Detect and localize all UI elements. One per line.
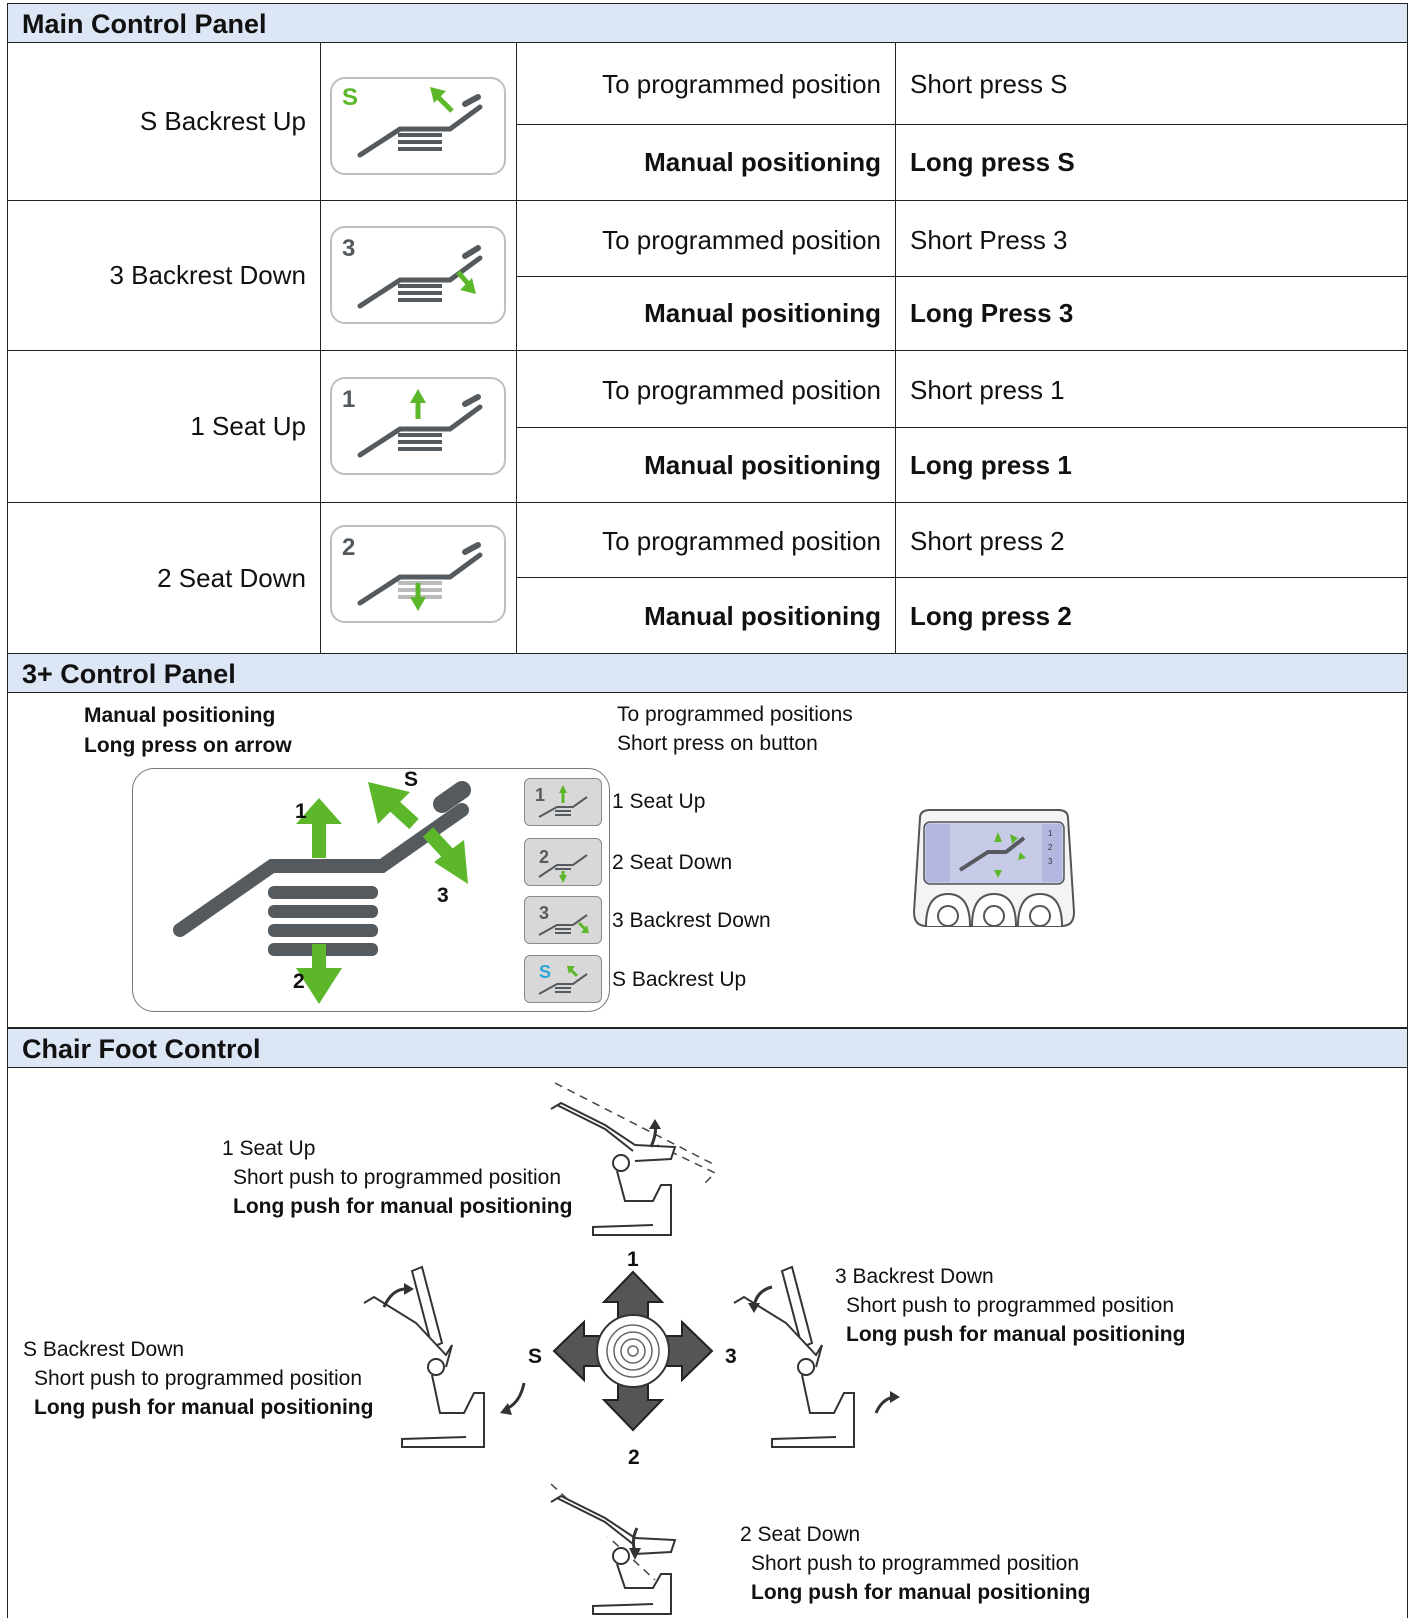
section-title-main: Main Control Panel	[7, 3, 1408, 43]
long-press-s: Long press S	[910, 147, 1075, 177]
arrow-label-up: 1	[295, 800, 307, 823]
arrow-label-down: 2	[293, 970, 305, 993]
manual-label: Manual positioning	[644, 147, 881, 177]
control-device-image: 1 2 3	[912, 809, 1076, 927]
chair-backrest-down-left-sketch	[363, 1265, 526, 1448]
prog-label: To programmed position	[602, 225, 881, 255]
long-press-1: Long press 1	[910, 450, 1072, 480]
foot-arrow-label-right: 3	[725, 1345, 737, 1368]
chair-seat-down-sketch	[550, 1483, 677, 1615]
manual-title: Manual positioning	[84, 704, 276, 727]
manual-label: Manual positioning	[644, 298, 881, 328]
foot-control-area	[7, 1067, 1408, 1618]
foot-arrow-label-down: 2	[628, 1446, 640, 1469]
short-press-2: Short press 2	[910, 526, 1065, 556]
key-backrest-down[interactable]: 3	[524, 896, 602, 944]
foot-down-title: 2 Seat Down	[740, 1523, 861, 1546]
foot-up-short: Short push to programmed position	[233, 1166, 562, 1189]
foot-down-long: Long push for manual positioning	[751, 1581, 1091, 1604]
key-label-seat-up: 1 Seat Up	[612, 790, 706, 813]
long-press-3: Long Press 3	[910, 298, 1074, 328]
foot-down-short: Short push to programmed position	[751, 1552, 1080, 1575]
row-label-seat-up: 1 Seat Up	[190, 411, 306, 441]
section-title-plus: 3+ Control Panel	[7, 653, 1408, 693]
prog-label: To programmed position	[602, 526, 881, 556]
prog-label: To programmed position	[602, 375, 881, 405]
foot-arrow-label-left: S	[528, 1345, 543, 1368]
foot-right-long: Long push for manual positioning	[846, 1323, 1186, 1346]
key-backrest-up[interactable]: S	[524, 955, 602, 1003]
foot-joystick-icon[interactable]	[548, 1266, 718, 1436]
arrow-label-backdown: 3	[437, 884, 449, 907]
key-label-backrest-up: S Backrest Up	[612, 968, 747, 991]
chair-seat-up-sketch	[550, 1082, 717, 1236]
prog-sub: Short press on button	[617, 732, 818, 755]
arrow-label-backup: S	[404, 768, 419, 791]
svg-text:3: 3	[539, 903, 549, 923]
key-seat-up[interactable]: 1	[524, 778, 602, 826]
key-label-backrest-down: 3 Backrest Down	[612, 909, 771, 932]
svg-text:3: 3	[342, 235, 355, 262]
chair-backrest-down-right-sketch	[733, 1265, 900, 1448]
row-label-backrest-down: 3 Backrest Down	[109, 260, 306, 290]
foot-left-title: S Backrest Down	[23, 1338, 185, 1361]
short-press-s: Short press S	[910, 69, 1068, 99]
svg-text:1: 1	[535, 785, 545, 805]
key-seat-down[interactable]: 2	[524, 838, 602, 886]
manual-label: Manual positioning	[644, 450, 881, 480]
short-press-3: Short Press 3	[910, 225, 1068, 255]
chair-arrows-diagram	[173, 781, 471, 1004]
row-label-backrest-up: S Backrest Up	[139, 106, 306, 136]
svg-text:1: 1	[342, 386, 355, 413]
svg-text:S: S	[539, 962, 551, 982]
seat-up-button-icon[interactable]: 1	[330, 377, 506, 475]
foot-right-short: Short push to programmed position	[846, 1294, 1175, 1317]
manual-sub: Long press on arrow	[84, 734, 292, 757]
svg-text:2: 2	[342, 534, 355, 561]
foot-arrow-label-up: 1	[627, 1248, 639, 1271]
section-title-foot: Chair Foot Control	[7, 1028, 1408, 1068]
device-num-3: 3	[1048, 857, 1053, 866]
svg-text:S: S	[342, 84, 358, 111]
backrest-down-button-icon[interactable]: 3	[330, 226, 506, 324]
foot-left-long: Long push for manual positioning	[34, 1396, 374, 1419]
plus-panel-area	[7, 692, 1408, 1028]
prog-title: To programmed positions	[617, 703, 853, 726]
row-label-seat-down: 2 Seat Down	[157, 563, 306, 593]
foot-right-title: 3 Backrest Down	[835, 1265, 994, 1288]
foot-up-long: Long push for manual positioning	[233, 1195, 573, 1218]
device-num-2: 2	[1048, 843, 1053, 852]
prog-label: To programmed position	[602, 69, 881, 99]
arrow-keypad	[132, 768, 610, 1012]
foot-left-short: Short push to programmed position	[34, 1367, 363, 1390]
short-press-1: Short press 1	[910, 375, 1065, 405]
long-press-2: Long press 2	[910, 601, 1072, 631]
seat-down-button-icon[interactable]: 2	[330, 525, 506, 623]
device-num-1: 1	[1048, 829, 1053, 838]
manual-label: Manual positioning	[644, 601, 881, 631]
key-label-seat-down: 2 Seat Down	[612, 851, 733, 874]
backrest-up-button-icon[interactable]: S	[330, 77, 506, 175]
svg-text:2: 2	[539, 847, 549, 867]
foot-up-title: 1 Seat Up	[222, 1137, 316, 1160]
